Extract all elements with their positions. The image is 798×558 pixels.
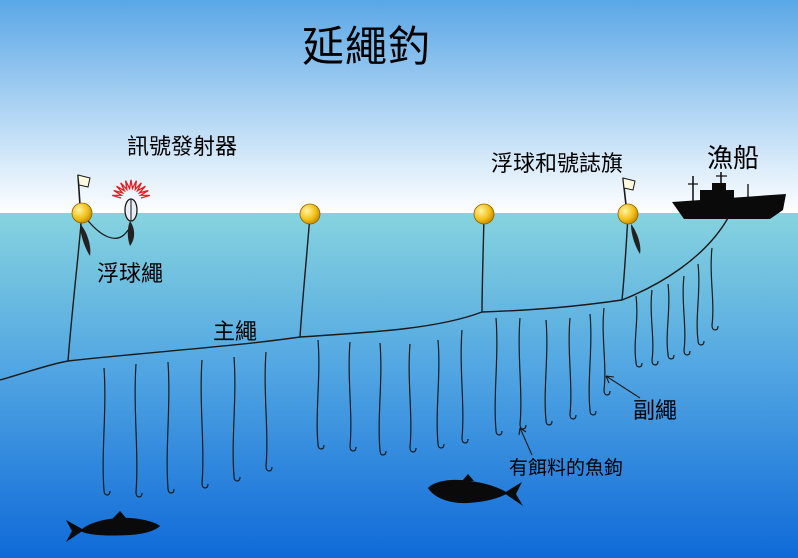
fish-hook-icon: [316, 339, 325, 450]
fish-hook-icon: [696, 263, 705, 346]
fish-hook-icon: [348, 341, 357, 452]
buoy-icon: [473, 203, 495, 225]
transmitter-label: 訊號發射器: [127, 135, 238, 160]
float-weight: [631, 224, 641, 254]
fish-hook-icon: [134, 363, 143, 498]
fish-hook-icon: [682, 275, 691, 356]
flag-icon: [622, 177, 636, 206]
fish-hook-icon: [588, 313, 597, 416]
signal-waves: [112, 179, 150, 199]
float-weight: [80, 224, 91, 256]
fish-hook-icon: [408, 343, 417, 453]
fish-hook-icon: [264, 351, 273, 472]
fish-hook-icon: [166, 361, 175, 494]
fish-hook-icon: [568, 317, 577, 420]
flag-icon: [77, 174, 91, 206]
float-rope-label: 浮球繩: [97, 262, 164, 287]
fish-hook-icon: [494, 317, 503, 436]
main-line-label: 主繩: [213, 320, 258, 345]
fish-icon: [428, 474, 523, 506]
buoy-icon: [299, 203, 321, 225]
main-line: [0, 217, 729, 381]
fish-hook-icon: [710, 247, 719, 331]
fish-hook-icon: [232, 356, 241, 482]
float-flag-label: 浮球和號誌旗: [491, 152, 624, 177]
hook-pointer: [518, 427, 533, 456]
page-title: 延繩釣: [302, 22, 432, 71]
fish-hook-icon: [200, 359, 209, 489]
fish-hook-icon: [518, 317, 527, 430]
fish-icon: [66, 511, 160, 542]
fish-hook-icon: [436, 339, 445, 449]
fish-hook-icon: [378, 342, 387, 456]
fish-hook-icon: [102, 367, 111, 496]
branch-line-pointer: [605, 375, 641, 399]
fishing-boat-icon: [672, 172, 786, 219]
fish-hook-icon: [650, 289, 659, 366]
fish-hook-icon: [634, 295, 643, 368]
boat-label: 漁船: [707, 144, 760, 174]
sea: [0, 213, 798, 558]
buoy-icon: [71, 202, 93, 224]
fish-hook-icon: [460, 329, 469, 444]
baited-hook-label: 有餌料的魚鉤: [509, 457, 624, 479]
sky: [0, 0, 798, 214]
branch-lines: [102, 247, 719, 498]
fish-hook-icon: [666, 283, 675, 360]
branch-line-label: 副繩: [633, 399, 678, 424]
fish-hook-icon: [602, 307, 611, 396]
radio-transmitter-icon: [112, 179, 150, 246]
buoy-icon: [617, 203, 639, 225]
fish-hook-icon: [544, 319, 553, 426]
